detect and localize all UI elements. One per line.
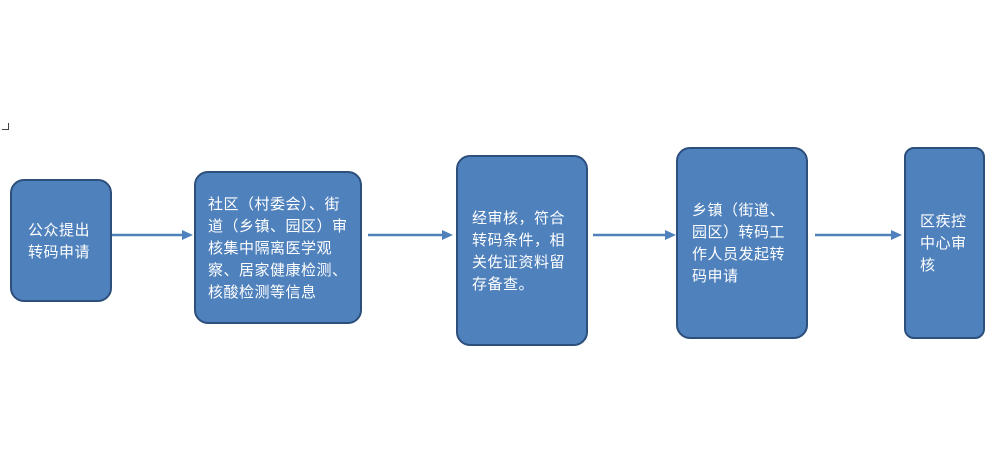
arrow-4 [815, 229, 903, 241]
step-4-text: 乡镇（街道、园区）转码工作人员发起转码申请 [692, 201, 786, 285]
step-4-box: 乡镇（街道、园区）转码工作人员发起转码申请 [676, 147, 808, 339]
step-5-text: 区疾控中心审核 [920, 212, 967, 274]
step-1-box: 公众提出转码申请 [10, 179, 112, 302]
paragraph-mark [2, 123, 9, 130]
arrow-1 [112, 229, 194, 241]
step-3-text: 经审核，符合转码条件，相关佐证资料留存备查。 [472, 208, 566, 293]
step-5-box: 区疾控中心审核 [904, 147, 985, 339]
step-3-box: 经审核，符合转码条件，相关佐证资料留存备查。 [456, 155, 588, 346]
step-1-text: 公众提出转码申请 [28, 220, 91, 261]
step-2-box: 社区（村委会）、街道（乡镇、园区）审核集中隔离医学观察、居家健康检测、核酸检测等… [194, 171, 362, 324]
arrow-2 [368, 229, 454, 241]
step-2-text: 社区（村委会）、街道（乡镇、园区）审核集中隔离医学观察、居家健康检测、核酸检测等… [208, 194, 348, 301]
arrow-3 [593, 229, 677, 241]
